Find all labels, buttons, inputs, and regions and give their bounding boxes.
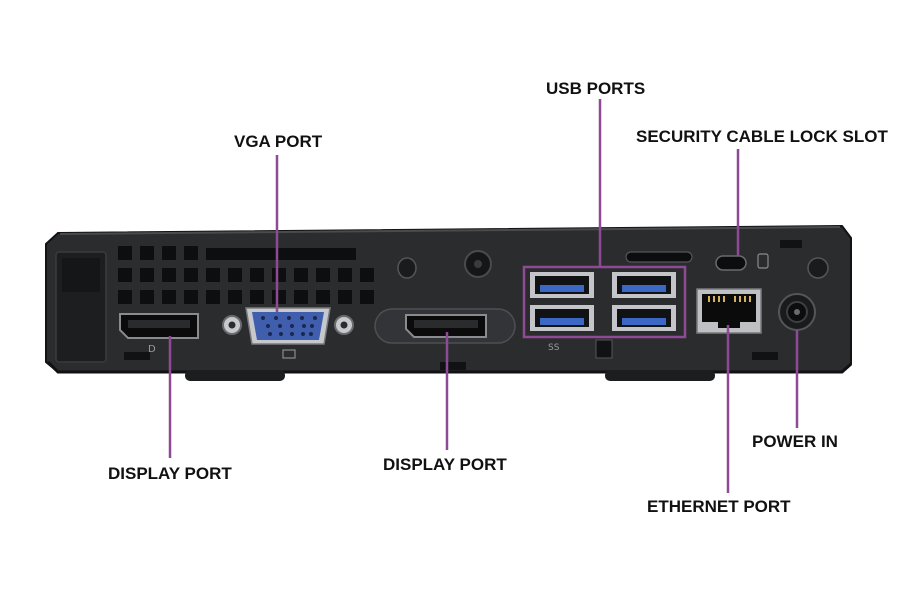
security-lock-slot [715,253,769,271]
power-in-label: POWER IN [752,432,838,451]
usb-ports-label: USB PORTS [546,79,646,98]
display-port-center [374,308,516,344]
mount-holes [397,257,829,279]
display-port-left: D [119,313,199,355]
svg-text:D: D [148,344,156,355]
vga-port-label: VGA PORT [234,132,323,151]
display-port-left-label: DISPLAY PORT [108,464,232,483]
side-latch [55,251,107,363]
svg-text:SS: SS [548,343,560,353]
ethernet-port [696,288,762,334]
card-slot [625,251,693,263]
usb-port-group: SS [530,272,676,359]
vga-port [222,307,354,359]
ethernet-port-label: ETHERNET PORT [647,497,791,516]
display-port-center-label: DISPLAY PORT [383,455,507,474]
power-jack [778,293,816,331]
chassis-slots [124,240,802,370]
vent-grille [118,246,374,304]
thumb-screw [464,250,492,278]
security-slot-label: SECURITY CABLE LOCK SLOT [636,127,888,146]
usb-highlight-box [522,265,687,339]
leader-lines [168,99,799,493]
